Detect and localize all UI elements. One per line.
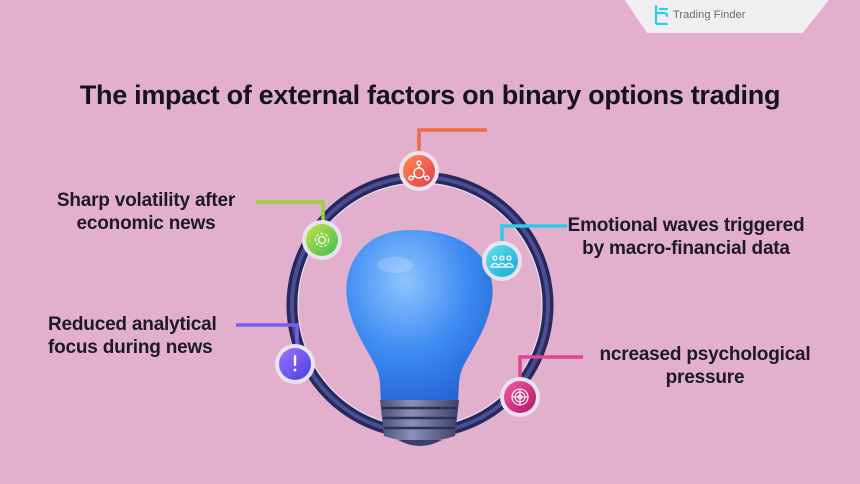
gear-icon [314,232,330,248]
factor-label-focus: Reduced analytical focus during news [48,313,236,359]
node-emotional[interactable] [482,241,522,281]
label-line: by macro-financial data [582,238,790,259]
network-nodes-icon [408,160,430,181]
label-line: Sharp volatility after [56,190,236,211]
node-focus[interactable] [275,344,315,384]
node-volatility[interactable] [302,220,342,260]
node-pressure[interactable] [500,377,540,417]
page-title: The impact of external factors on binary… [79,80,781,110]
exclamation-icon [293,355,297,372]
connector-emotional [500,224,567,246]
light-bulb-icon [346,230,493,446]
trading-finder-logo-icon [654,5,669,25]
label-line: Reduced analytical [48,314,217,335]
brand-name: Trading Finder [673,9,746,21]
node-top[interactable] [399,151,439,191]
label-line: pressure [665,367,745,388]
factor-label-emotional: Emotional waves triggered by macro-finan… [566,214,806,260]
factor-label-volatility: Sharp volatility after economic news [40,189,252,235]
brand-logo: Trading Finder [653,5,746,25]
connector-pressure [518,355,583,377]
connector-top [417,128,487,152]
label-line: ncreased psychological [599,344,811,365]
connector-volatility [256,200,325,222]
label-line: focus during news [48,337,213,358]
people-group-icon [490,255,514,268]
connector-focus [236,323,299,346]
label-line: economic news [76,213,216,234]
target-globe-icon [511,388,529,406]
label-line: Emotional waves triggered [567,215,805,236]
factor-label-pressure: ncreased psychological pressure [584,343,826,389]
